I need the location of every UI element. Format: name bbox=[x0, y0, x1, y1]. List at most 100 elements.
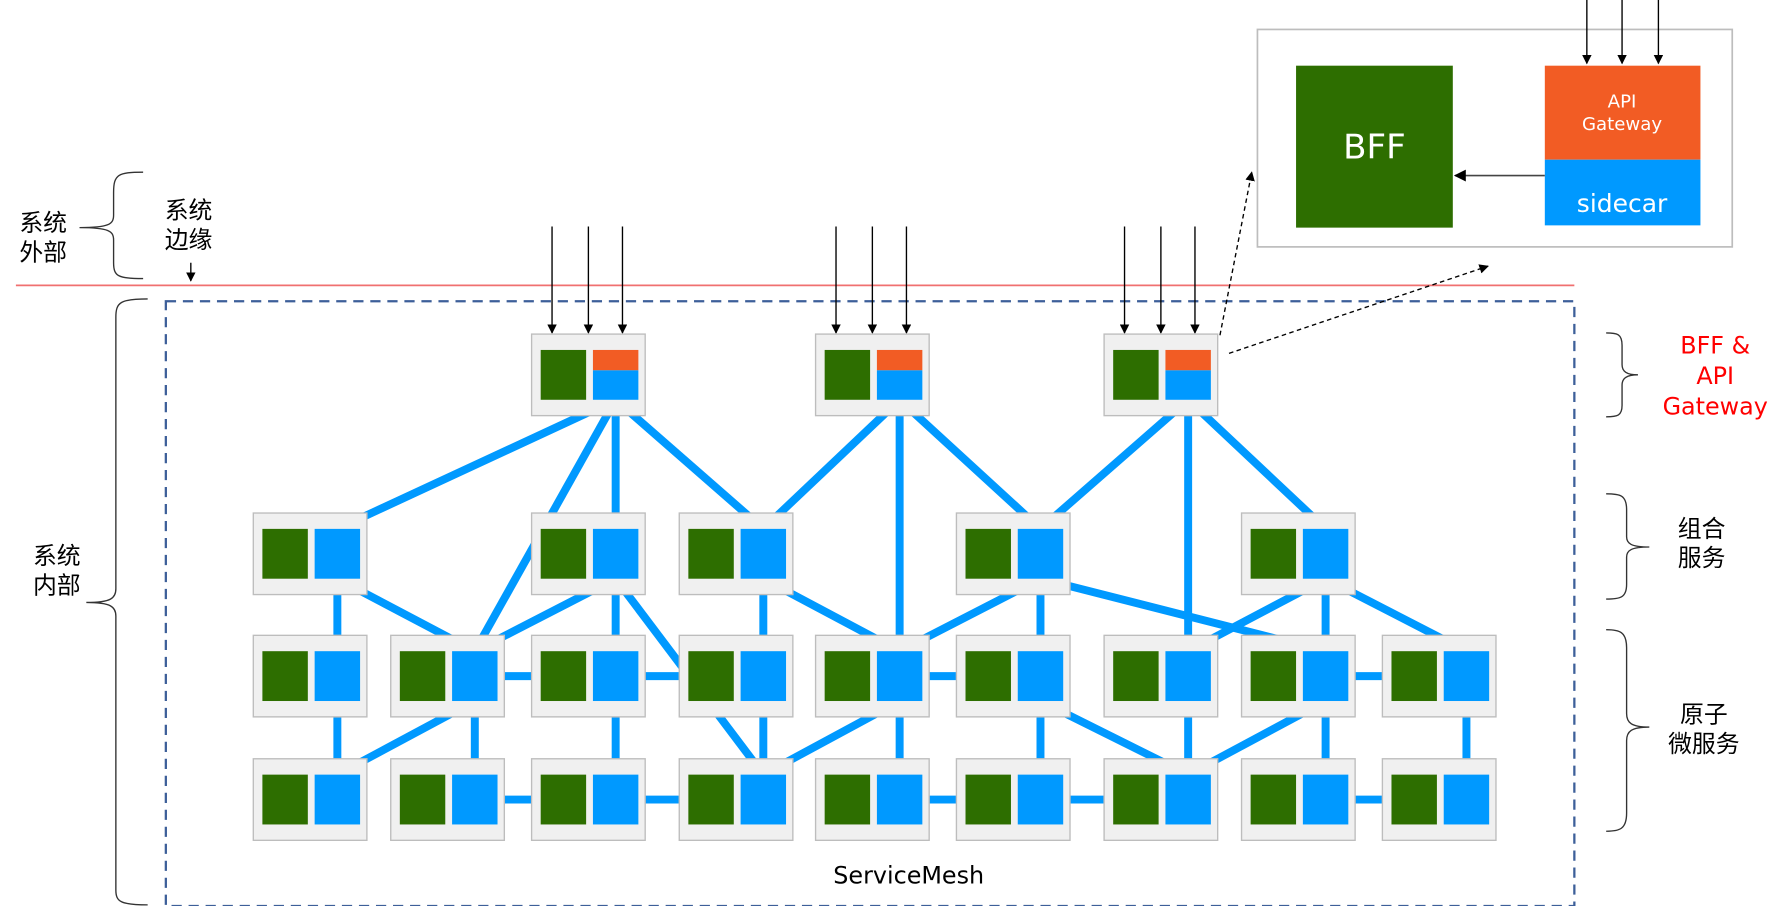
link-g2-c3 bbox=[760, 396, 903, 532]
brace-atomic-layer bbox=[1606, 628, 1650, 832]
service-block bbox=[1250, 528, 1297, 579]
sidecar-block bbox=[592, 528, 639, 579]
service-block bbox=[1250, 774, 1297, 825]
service-node-c5[interactable] bbox=[1240, 512, 1356, 596]
detail-gateway-block bbox=[1544, 65, 1701, 160]
sidecar-block bbox=[1165, 370, 1211, 400]
service-block bbox=[824, 349, 871, 400]
service-node-a5[interactable] bbox=[814, 634, 930, 718]
service-block bbox=[965, 528, 1011, 579]
detail-gateway-label-line1: API bbox=[1608, 92, 1637, 113]
service-node-a9[interactable] bbox=[1381, 634, 1497, 718]
detail-gateway-label-line2: Gateway bbox=[1582, 114, 1662, 135]
service-block bbox=[824, 651, 871, 702]
service-node-b5[interactable] bbox=[814, 758, 930, 841]
sidecar-block bbox=[1443, 651, 1490, 702]
service-node-c2[interactable] bbox=[530, 512, 646, 596]
service-node-b3[interactable] bbox=[530, 758, 646, 841]
detail-bff-block bbox=[1296, 65, 1453, 228]
service-node-a3[interactable] bbox=[530, 634, 646, 718]
sidecar-block bbox=[740, 651, 787, 702]
sidecar-block bbox=[876, 774, 923, 825]
link-g1-c3 bbox=[613, 396, 766, 532]
label-external-line2: 外部 bbox=[19, 239, 67, 267]
sidecar-block bbox=[452, 651, 498, 702]
service-block bbox=[540, 528, 587, 579]
gateway-node-g1[interactable] bbox=[530, 333, 646, 417]
label-external-line1: 系统 bbox=[19, 209, 67, 237]
service-block bbox=[262, 651, 308, 702]
service-node-a4[interactable] bbox=[678, 634, 794, 718]
service-block bbox=[1391, 651, 1437, 702]
sidecar-block bbox=[452, 774, 498, 825]
sidecar-block bbox=[1443, 774, 1490, 825]
brace-composite-layer bbox=[1606, 493, 1650, 600]
service-block bbox=[262, 528, 308, 579]
service-node-c1[interactable] bbox=[252, 512, 368, 596]
label-composite-line2: 服务 bbox=[1678, 544, 1726, 572]
service-block bbox=[540, 774, 587, 825]
service-node-c4[interactable] bbox=[955, 512, 1071, 596]
service-block bbox=[540, 349, 587, 400]
service-node-a2[interactable] bbox=[390, 634, 506, 718]
gateway-block bbox=[1165, 349, 1211, 371]
service-node-a8[interactable] bbox=[1240, 634, 1356, 718]
brace-gateway-layer bbox=[1606, 332, 1638, 418]
sidecar-block bbox=[592, 774, 639, 825]
service-block bbox=[1250, 651, 1297, 702]
sidecar-block bbox=[1165, 651, 1211, 702]
sidecar-block bbox=[740, 528, 787, 579]
service-node-b7[interactable] bbox=[1103, 758, 1219, 841]
gateway-node-g3[interactable] bbox=[1103, 333, 1219, 417]
link-g3-c5 bbox=[1185, 396, 1329, 532]
sidecar-block bbox=[1017, 651, 1064, 702]
sidecar-block bbox=[314, 651, 361, 702]
service-node-c3[interactable] bbox=[678, 512, 794, 596]
sidecar-block bbox=[876, 370, 923, 400]
service-node-b9[interactable] bbox=[1381, 758, 1497, 841]
sidecar-block bbox=[1302, 651, 1349, 702]
service-node-a7[interactable] bbox=[1103, 634, 1219, 718]
service-block bbox=[1113, 774, 1159, 825]
sidecar-block bbox=[1302, 528, 1349, 579]
service-block bbox=[540, 651, 587, 702]
service-block bbox=[399, 774, 446, 825]
gateway-node-g2[interactable] bbox=[814, 333, 930, 417]
service-node-b2[interactable] bbox=[390, 758, 506, 841]
service-node-b6[interactable] bbox=[955, 758, 1071, 841]
detail-bff-label: BFF bbox=[1343, 128, 1406, 168]
sidecar-block bbox=[1017, 774, 1064, 825]
service-node-a1[interactable] bbox=[252, 634, 368, 718]
label-internal-line1: 系统 bbox=[33, 542, 81, 570]
service-mesh-label: ServiceMesh bbox=[833, 861, 984, 889]
service-node-a6[interactable] bbox=[955, 634, 1071, 718]
sidecar-block bbox=[1165, 774, 1211, 825]
label-composite-line1: 组合 bbox=[1678, 515, 1726, 543]
service-block bbox=[1113, 651, 1159, 702]
sidecar-block bbox=[592, 651, 639, 702]
callout-line-upper bbox=[1219, 171, 1255, 336]
sidecar-block bbox=[740, 774, 787, 825]
gateway-block bbox=[592, 349, 639, 371]
service-block bbox=[965, 651, 1011, 702]
callout-line-lower bbox=[1228, 264, 1489, 354]
sidecar-block bbox=[314, 774, 361, 825]
mesh-nodes bbox=[252, 333, 1497, 841]
service-block bbox=[824, 774, 871, 825]
mesh-links bbox=[333, 396, 1471, 804]
label-atomic-line1: 原子 bbox=[1680, 701, 1728, 729]
link-g1-c1 bbox=[335, 396, 618, 533]
incoming-requests bbox=[547, 226, 1200, 334]
service-block bbox=[965, 774, 1011, 825]
sidecar-block bbox=[1302, 774, 1349, 825]
service-block bbox=[688, 528, 734, 579]
sidecar-block bbox=[1017, 528, 1064, 579]
label-gateway-layer-line2: API bbox=[1696, 362, 1734, 390]
service-node-b4[interactable] bbox=[678, 758, 794, 841]
detail-sidecar-block bbox=[1544, 159, 1701, 226]
service-node-b8[interactable] bbox=[1240, 758, 1356, 841]
sidecar-block bbox=[314, 528, 361, 579]
brace-external bbox=[79, 171, 144, 280]
service-node-b1[interactable] bbox=[252, 758, 368, 841]
label-internal-line2: 内部 bbox=[33, 571, 81, 599]
